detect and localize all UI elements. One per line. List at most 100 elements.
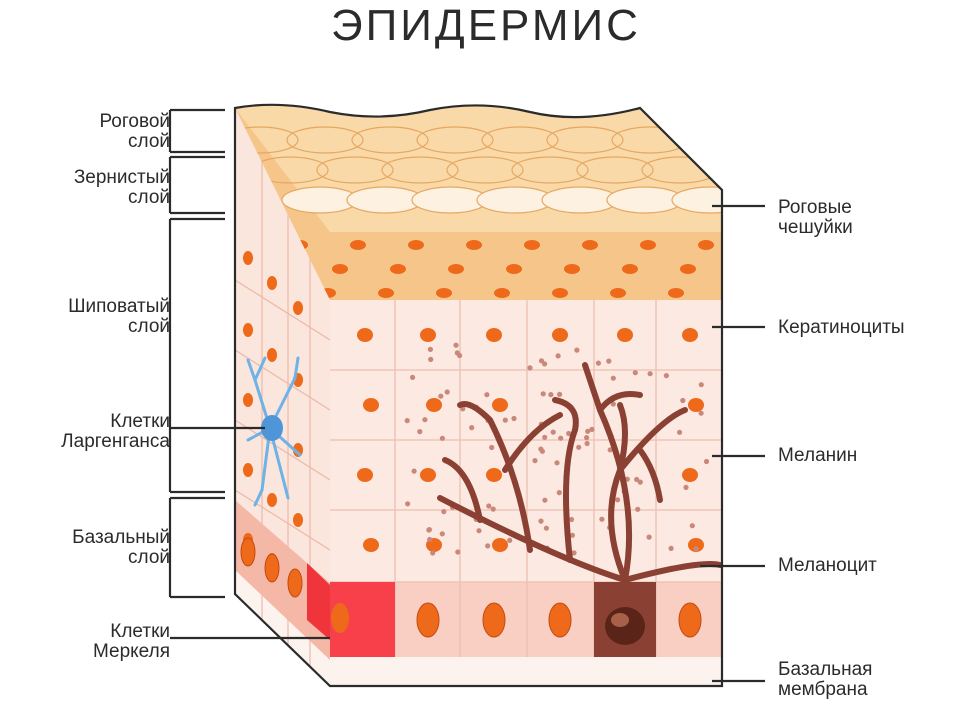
- keratinocyte-nucleus: [357, 468, 373, 482]
- melanin-granule: [486, 503, 492, 509]
- melanin-granule: [647, 371, 653, 377]
- label-langerhans-cells: Клетки Ларгенганса: [61, 411, 170, 452]
- keratinocyte-nucleus: [492, 538, 508, 552]
- corneocyte-scale: [286, 126, 364, 154]
- melanin-granule: [689, 523, 695, 529]
- granular-nucleus: [564, 264, 580, 274]
- melanin-granule: [646, 534, 652, 540]
- melanin-granule: [568, 516, 575, 523]
- melanin-granule: [663, 373, 670, 379]
- melanin-granule: [428, 356, 434, 362]
- keratinocyte-nucleus: [688, 538, 704, 552]
- side-nucleus: [243, 393, 253, 407]
- keratinocyte-nucleus: [492, 398, 508, 412]
- melanin-granule: [680, 397, 686, 404]
- granular-nucleus: [350, 240, 366, 250]
- melanin-granule: [589, 426, 595, 432]
- keratinocyte-nucleus: [357, 328, 373, 342]
- melanin-granule: [703, 458, 710, 465]
- side-basal-nucleus: [240, 537, 256, 567]
- granular-nucleus: [436, 288, 452, 298]
- label-melanocyte: Меланоцит: [778, 555, 877, 576]
- label-stratum-spinosum: Шиповатый слой: [68, 296, 170, 337]
- melanin-granule: [599, 516, 605, 522]
- melanin-granule: [438, 393, 444, 399]
- melanin-granule: [489, 444, 495, 451]
- melanocyte-nucleus: [605, 607, 645, 645]
- melanin-granule: [439, 531, 445, 537]
- melanin-granule: [698, 410, 704, 416]
- melanin-granule: [548, 392, 554, 398]
- side-nucleus: [243, 463, 253, 477]
- melanin-granule: [532, 458, 538, 464]
- melanin-granule: [502, 417, 508, 423]
- melanin-granule: [595, 360, 602, 366]
- keratinocyte-nucleus: [486, 328, 502, 342]
- side-nucleus: [267, 276, 277, 290]
- corneocyte-scale: [416, 126, 494, 154]
- melanin-granule: [555, 353, 561, 359]
- basement-membrane-band: [330, 657, 722, 686]
- label-corneocytes: Роговые чешуйки: [778, 197, 853, 238]
- melanin-granule: [635, 506, 641, 512]
- basal-nucleus: [548, 602, 572, 638]
- melanin-granule: [610, 401, 616, 407]
- granular-nucleus: [640, 240, 656, 250]
- melanin-granule: [439, 435, 445, 441]
- merkel-nucleus: [331, 603, 349, 633]
- label-keratinocytes: Кератиноциты: [778, 317, 905, 338]
- granular-nucleus: [408, 240, 424, 250]
- melanin-granule: [484, 392, 490, 398]
- melanin-granule: [490, 506, 496, 512]
- melanin-granule: [585, 428, 591, 434]
- side-nucleus: [293, 513, 303, 527]
- melanin-granule: [511, 415, 517, 422]
- melanin-granule: [485, 543, 491, 549]
- melanin-granule: [634, 476, 640, 483]
- side-basal-nucleus: [264, 553, 280, 583]
- melanin-granule: [455, 549, 461, 555]
- side-face: [235, 108, 330, 686]
- melanin-granule: [507, 537, 513, 544]
- granular-nucleus: [622, 264, 638, 274]
- corneocyte-scale: [706, 156, 722, 184]
- granular-nucleus: [610, 288, 626, 298]
- granular-nucleus: [448, 264, 464, 274]
- granular-nucleus: [390, 264, 406, 274]
- melanin-granule: [584, 435, 590, 441]
- label-stratum-granulosum: Зернистый слой: [73, 167, 170, 208]
- label-stratum-corneum: Роговой слой: [99, 111, 170, 152]
- melanin-granule: [540, 391, 546, 397]
- label-basement-membrane: Базальная мембрана: [778, 659, 873, 700]
- side-basal-nucleus: [287, 568, 303, 598]
- melanin-granule: [430, 550, 436, 556]
- granular-nucleus: [494, 288, 510, 298]
- granular-nucleus: [332, 264, 348, 274]
- melanin-granule: [542, 434, 548, 440]
- melanin-granule: [569, 532, 576, 538]
- melanin-granule: [698, 382, 704, 388]
- granular-nucleus: [726, 288, 742, 298]
- melanin-granule: [417, 429, 423, 435]
- melanin-granule: [683, 484, 689, 490]
- melanin-granule: [550, 429, 556, 435]
- label-merkel-cells: Клетки Меркеля: [92, 621, 170, 662]
- melanin-granule: [453, 342, 459, 348]
- corneocyte-scale: [676, 126, 722, 154]
- leader-lines: [170, 204, 765, 683]
- melanin-granule: [454, 350, 460, 356]
- granular-nucleus: [698, 240, 714, 250]
- granular-nucleus: [506, 264, 522, 274]
- melanin-granule: [677, 429, 683, 435]
- granular-nucleus: [738, 264, 754, 274]
- melanin-granule: [632, 370, 638, 376]
- melanin-granule: [558, 435, 564, 441]
- melanocyte: [437, 362, 723, 583]
- melanin-granule: [404, 418, 410, 424]
- melanin-granule: [607, 447, 613, 453]
- corneocyte-scale: [235, 126, 299, 154]
- melanin-granule: [538, 358, 545, 364]
- keratinocyte-nucleus: [688, 398, 704, 412]
- melanin-granule: [557, 391, 563, 397]
- label-melanin: Меланин: [778, 445, 858, 466]
